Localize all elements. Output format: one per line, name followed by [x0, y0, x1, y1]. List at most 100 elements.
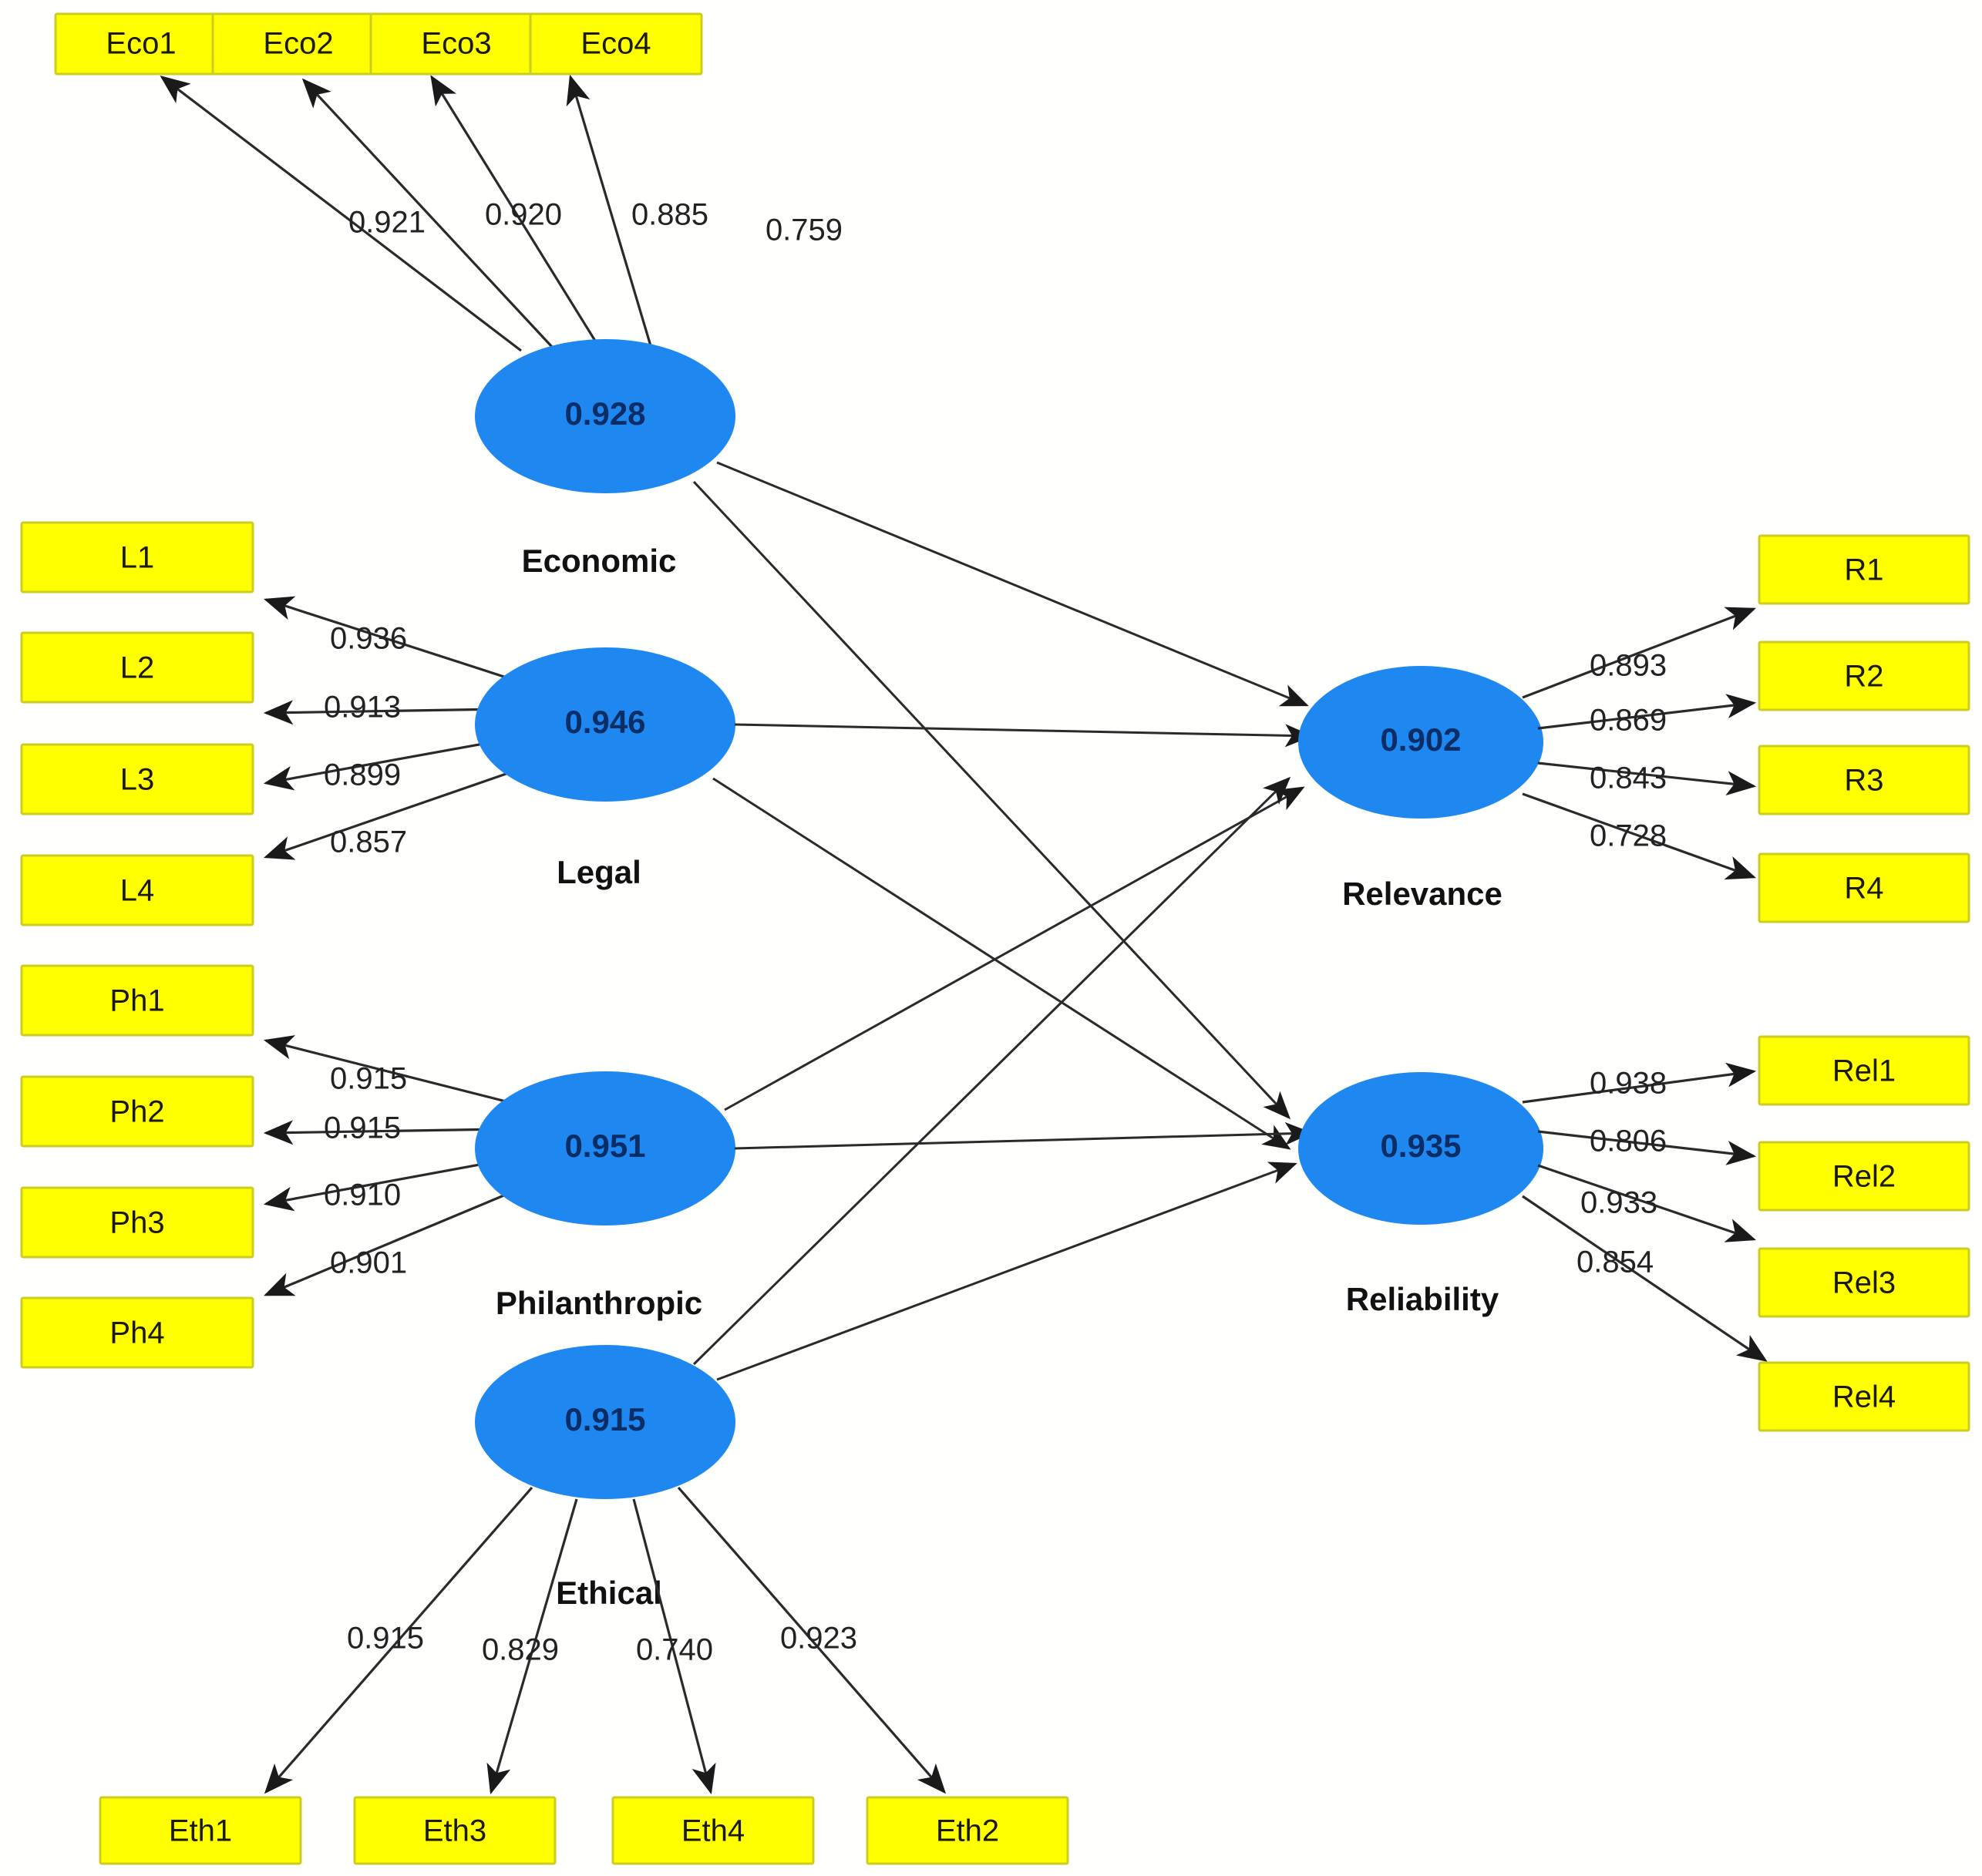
latent-philanthropic[interactable]: 0.951	[475, 1071, 735, 1225]
indicator-label: Rel3	[1832, 1266, 1896, 1300]
loading-label-ph4: 0.901	[330, 1246, 407, 1280]
latent-name-economic: Economic	[522, 543, 677, 579]
loading-edge-eth1	[264, 1486, 533, 1794]
indicator-label: Ph4	[109, 1316, 164, 1350]
indicator-eco1[interactable]: Eco1	[54, 12, 228, 76]
loading-label-rel4: 0.854	[1577, 1246, 1654, 1279]
loading-label-eco1: 0.921	[348, 206, 426, 240]
indicator-eco4[interactable]: Eco4	[529, 12, 703, 76]
loading-edge-eth4	[632, 1498, 716, 1795]
loading-edge-ph4	[264, 1189, 516, 1296]
indicator-ph2[interactable]: Ph2	[20, 1075, 254, 1148]
indicator-label: Eth4	[681, 1814, 745, 1848]
latent-value: 0.935	[1380, 1128, 1461, 1164]
indicator-l3[interactable]: L3	[20, 743, 254, 815]
indicator-r2[interactable]: R2	[1758, 640, 1970, 711]
latent-name-reliability: Reliability	[1346, 1281, 1499, 1317]
latent-reliability[interactable]: 0.935	[1298, 1072, 1543, 1225]
indicator-label: Eth3	[423, 1814, 486, 1848]
indicator-rel2[interactable]: Rel2	[1758, 1141, 1970, 1212]
loading-edge-eth3	[486, 1498, 578, 1795]
loading-label-eth4: 0.740	[636, 1633, 713, 1667]
indicator-r4[interactable]: R4	[1758, 852, 1970, 923]
latent-value: 0.902	[1380, 721, 1461, 758]
latent-value: 0.915	[564, 1401, 645, 1437]
indicator-label: R4	[1844, 872, 1883, 906]
indicator-label: R3	[1844, 764, 1883, 798]
indicator-eth1[interactable]: Eth1	[99, 1796, 302, 1865]
path-economic-to-reliability	[692, 480, 1291, 1120]
loading-label-rel3: 0.933	[1580, 1186, 1657, 1220]
loading-edge-l4	[263, 769, 516, 860]
loading-label-eth3: 0.829	[482, 1633, 559, 1667]
indicator-label: R2	[1844, 660, 1883, 694]
indicator-eco3[interactable]: Eco3	[369, 12, 543, 76]
indicator-label: Eco2	[263, 27, 333, 61]
indicator-label: Eth2	[936, 1814, 999, 1848]
loading-label-r2: 0.869	[1590, 704, 1667, 738]
indicator-label: L2	[120, 651, 155, 685]
indicator-rel4[interactable]: Rel4	[1758, 1361, 1970, 1432]
indicator-l4[interactable]: L4	[20, 854, 254, 926]
loading-label-eco4: 0.759	[766, 213, 843, 247]
indicator-eth2[interactable]: Eth2	[866, 1796, 1069, 1865]
loading-label-rel1: 0.938	[1590, 1067, 1667, 1101]
loading-edge-rel3	[1537, 1164, 1757, 1242]
latent-economic[interactable]: 0.928	[475, 339, 735, 493]
loading-label-ph2: 0.915	[324, 1111, 401, 1145]
path-legal-to-relevance	[734, 723, 1313, 748]
latent-ethical[interactable]: 0.915	[475, 1345, 735, 1499]
loading-edge-ph2	[263, 1120, 503, 1145]
indicator-ph3[interactable]: Ph3	[20, 1186, 254, 1259]
indicator-rel1[interactable]: Rel1	[1758, 1035, 1970, 1106]
indicator-l2[interactable]: L2	[20, 631, 254, 704]
latent-name-ethical: Ethical	[556, 1575, 662, 1611]
indicator-label: L4	[120, 874, 155, 908]
loading-edge-ph3	[263, 1158, 506, 1212]
loading-label-r4: 0.728	[1590, 819, 1667, 853]
indicator-label: Eco1	[106, 27, 176, 61]
indicator-label: Rel1	[1832, 1054, 1896, 1088]
indicator-eth3[interactable]: Eth3	[353, 1796, 557, 1865]
indicator-eth4[interactable]: Eth4	[611, 1796, 815, 1865]
indicator-label: Rel4	[1832, 1380, 1896, 1414]
loading-edge-r2	[1537, 694, 1757, 730]
loading-edge-r3	[1537, 761, 1757, 796]
indicator-ph1[interactable]: Ph1	[20, 964, 254, 1037]
indicator-label: Eco4	[580, 27, 651, 61]
indicator-ph4[interactable]: Ph4	[20, 1296, 254, 1369]
path-ethical-to-relevance	[692, 776, 1291, 1366]
loading-label-ph3: 0.910	[324, 1178, 401, 1212]
loading-edge-eco3	[430, 75, 599, 345]
loading-label-l3: 0.899	[324, 758, 401, 792]
loading-label-eth1: 0.915	[347, 1622, 424, 1656]
loading-edge-eco1	[160, 76, 522, 352]
loading-edge-l2	[263, 700, 503, 725]
indicator-label: Eco3	[421, 27, 491, 61]
indicator-label: R1	[1844, 553, 1883, 587]
path-economic-to-relevance	[716, 461, 1309, 707]
loading-label-rel2: 0.806	[1590, 1125, 1667, 1158]
indicator-label: L1	[120, 541, 155, 575]
indicator-r3[interactable]: R3	[1758, 745, 1970, 815]
path-philanthropic-to-reliability	[734, 1121, 1313, 1150]
indicator-eco2[interactable]: Eco2	[211, 12, 385, 76]
loading-label-ph1: 0.915	[330, 1062, 407, 1096]
indicator-rel3[interactable]: Rel3	[1758, 1247, 1970, 1318]
path-ethical-to-reliability	[716, 1162, 1297, 1381]
indicator-label: Ph2	[109, 1095, 164, 1129]
indicator-label: Ph1	[109, 984, 164, 1018]
indicator-l1[interactable]: L1	[20, 521, 254, 593]
latent-relevance[interactable]: 0.902	[1298, 666, 1543, 819]
loading-edge-rel4	[1522, 1195, 1768, 1362]
loading-edge-r1	[1522, 607, 1756, 699]
latent-name-legal: Legal	[557, 854, 641, 890]
loading-edge-r4	[1522, 792, 1757, 880]
loading-edge-l1	[263, 596, 510, 680]
indicator-r1[interactable]: R1	[1758, 534, 1970, 605]
path-philanthropic-to-relevance	[724, 786, 1305, 1111]
loading-edge-eco2	[301, 78, 554, 348]
latent-legal[interactable]: 0.946	[475, 647, 735, 802]
loading-label-l1: 0.936	[330, 622, 407, 656]
loading-edge-ph1	[263, 1035, 510, 1104]
